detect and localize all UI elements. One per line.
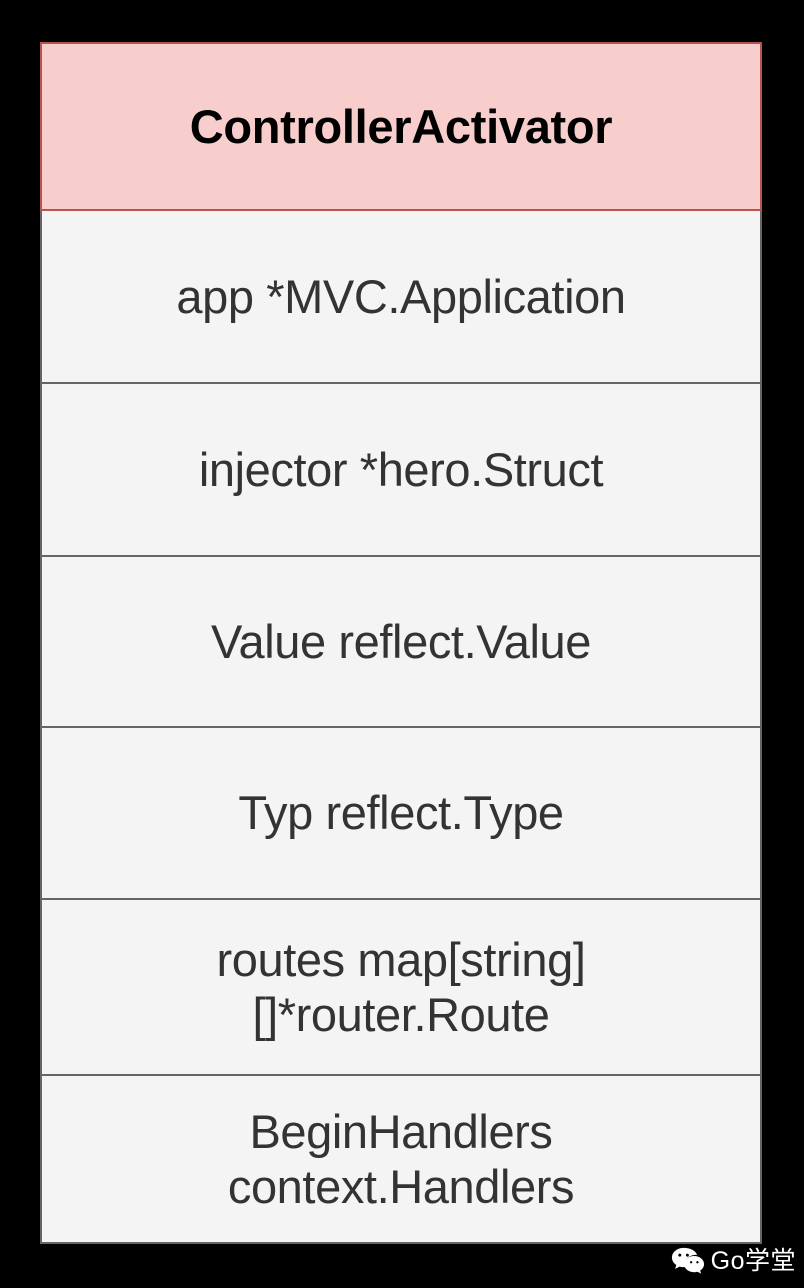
class-field-row: BeginHandlers context.Handlers (40, 1076, 762, 1244)
class-title: ControllerActivator (40, 42, 762, 211)
wechat-icon (671, 1246, 705, 1276)
class-field-row: Typ reflect.Type (40, 728, 762, 900)
class-field-row: app *MVC.Application (40, 211, 762, 384)
class-field-row: Value reflect.Value (40, 557, 762, 728)
watermark: Go学堂 (671, 1246, 796, 1276)
class-field-row: injector *hero.Struct (40, 384, 762, 557)
watermark-label: Go学堂 (710, 1246, 796, 1275)
uml-class-box: ControllerActivator app *MVC.Application… (40, 42, 762, 1244)
class-field-row: routes map[string] []*router.Route (40, 900, 762, 1076)
